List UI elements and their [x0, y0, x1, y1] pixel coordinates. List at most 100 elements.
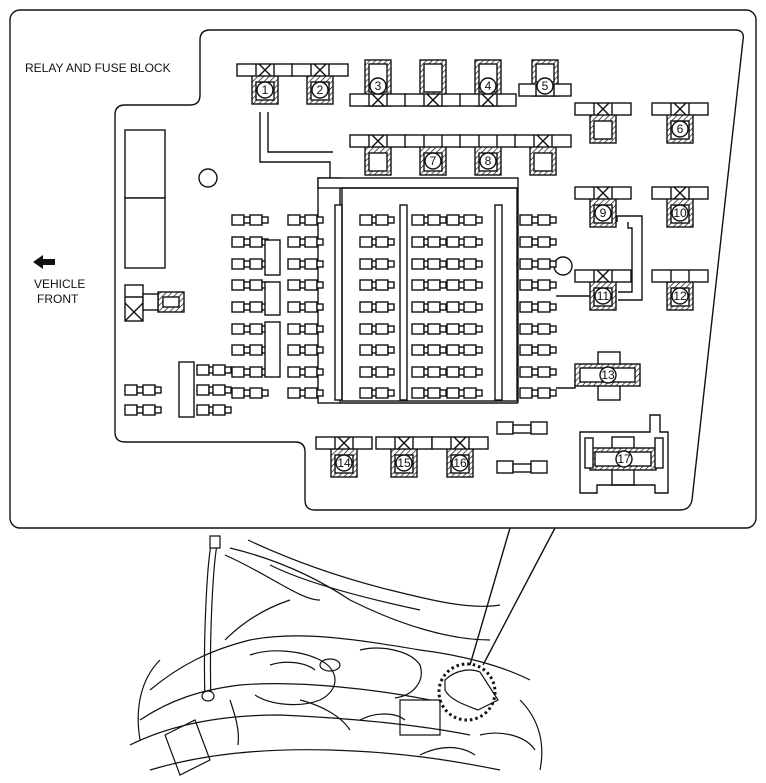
relay-8: 8: [459, 134, 517, 176]
fuse-icon: [411, 236, 431, 248]
fuse-icon: [427, 323, 447, 335]
fuse-icon: [446, 366, 466, 378]
relay-: [574, 102, 632, 144]
fuse-icon: [463, 366, 483, 378]
central-fuse-bus: [317, 177, 519, 404]
relay-: [404, 59, 462, 107]
fuse-icon: [287, 258, 307, 270]
fuse-icon: [375, 323, 395, 335]
lower-left-fuse-group: [178, 239, 281, 418]
fuse-icon: [446, 236, 466, 248]
relay-terminal-bar: [349, 93, 407, 107]
callout-line-right: [469, 527, 511, 666]
relay-terminal-bar: [574, 102, 632, 116]
fuse-icon: [519, 344, 539, 356]
fuse-icon: [287, 301, 307, 313]
fuse-icon: [375, 214, 395, 226]
relay-12: 12: [651, 269, 709, 311]
relay-1: 1: [236, 63, 294, 105]
fuse-icon: [427, 366, 447, 378]
fuse-icon: [287, 323, 307, 335]
fuse-icon: [124, 384, 144, 396]
fuse-icon: [142, 384, 162, 396]
fuse-icon: [463, 344, 483, 356]
fuse-icon: [249, 387, 269, 399]
relay-terminal-bar: [291, 63, 349, 77]
relay-terminal-bar: [375, 436, 433, 450]
fuse-icon: [231, 323, 251, 335]
fuse-icon: [537, 323, 557, 335]
trace: [556, 380, 576, 389]
fuse-icon: [359, 344, 379, 356]
relay-number: 3: [375, 79, 382, 93]
fuse-icon: [446, 344, 466, 356]
fuse-icon: [463, 387, 483, 399]
relay-4: 4: [459, 59, 517, 107]
relay-number: 17: [617, 452, 631, 466]
fuse-icon: [463, 258, 483, 270]
fuse-icon: [537, 258, 557, 270]
fuse-icon: [359, 387, 379, 399]
fuse-icon: [359, 279, 379, 291]
relay-number: 13: [601, 368, 615, 382]
relay-number: 11: [597, 289, 610, 303]
fuse-icon: [287, 366, 307, 378]
fuse-icon: [212, 364, 232, 376]
relay-number: 8: [485, 154, 492, 168]
fuse-icon: [375, 236, 395, 248]
fuse-icon: [427, 387, 447, 399]
relay-number: 12: [673, 289, 687, 303]
fuse-icon: [463, 236, 483, 248]
main-fuse-lower: [124, 197, 166, 269]
callout-frame: [9, 9, 757, 529]
fuse-icon: [231, 301, 251, 313]
fuse-icon: [375, 258, 395, 270]
relay-terminal-bar: [514, 134, 572, 148]
mount-hole-right: [553, 256, 573, 276]
fuse-icon: [231, 214, 251, 226]
fuse-icon: [427, 279, 447, 291]
fuse-icon: [212, 384, 232, 396]
fuse-icon: [231, 387, 251, 399]
fuse-icon: [287, 387, 307, 399]
relay-number: 15: [397, 456, 411, 470]
fuse-icon: [304, 366, 324, 378]
relay-terminal-bar: [404, 134, 462, 148]
fuse-icon: [519, 214, 539, 226]
relay-17-housing: [579, 414, 669, 494]
fuse-icon: [287, 279, 307, 291]
relay-terminal-bar: [651, 102, 709, 116]
fuse-icon: [304, 387, 324, 399]
fuse-icon: [375, 387, 395, 399]
relay-terminal-bar: [459, 93, 517, 107]
fuse-icon: [519, 258, 539, 270]
fuse-icon: [427, 344, 447, 356]
relay-terminal-bar: [459, 134, 517, 148]
fuse-icon: [231, 366, 251, 378]
fuse-icon: [519, 387, 539, 399]
relay-15: 15: [375, 436, 433, 478]
fuse-icon: [537, 387, 557, 399]
relay-5: 5: [518, 59, 572, 97]
fuse-icon: [304, 279, 324, 291]
fuse-icon: [463, 323, 483, 335]
fuse-icon: [537, 344, 557, 356]
mount-hole-left: [198, 168, 218, 188]
relay-number: 6: [677, 122, 684, 136]
fuse-icon: [287, 344, 307, 356]
relay-terminal-bar: [315, 436, 373, 450]
fuse-icon: [359, 301, 379, 313]
relay-number: 1: [262, 83, 269, 97]
fuse-icon: [375, 344, 395, 356]
relay-terminal-bar: [574, 186, 632, 200]
fuse-icon: [304, 344, 324, 356]
relay-: [514, 134, 572, 176]
relay-number: 4: [485, 79, 492, 93]
fuse-icon: [537, 301, 557, 313]
fuse-icon: [231, 279, 251, 291]
fuse-icon: [519, 366, 539, 378]
fuse-icon: [463, 214, 483, 226]
fuse-icon: [519, 323, 539, 335]
fuse-icon: [427, 214, 447, 226]
